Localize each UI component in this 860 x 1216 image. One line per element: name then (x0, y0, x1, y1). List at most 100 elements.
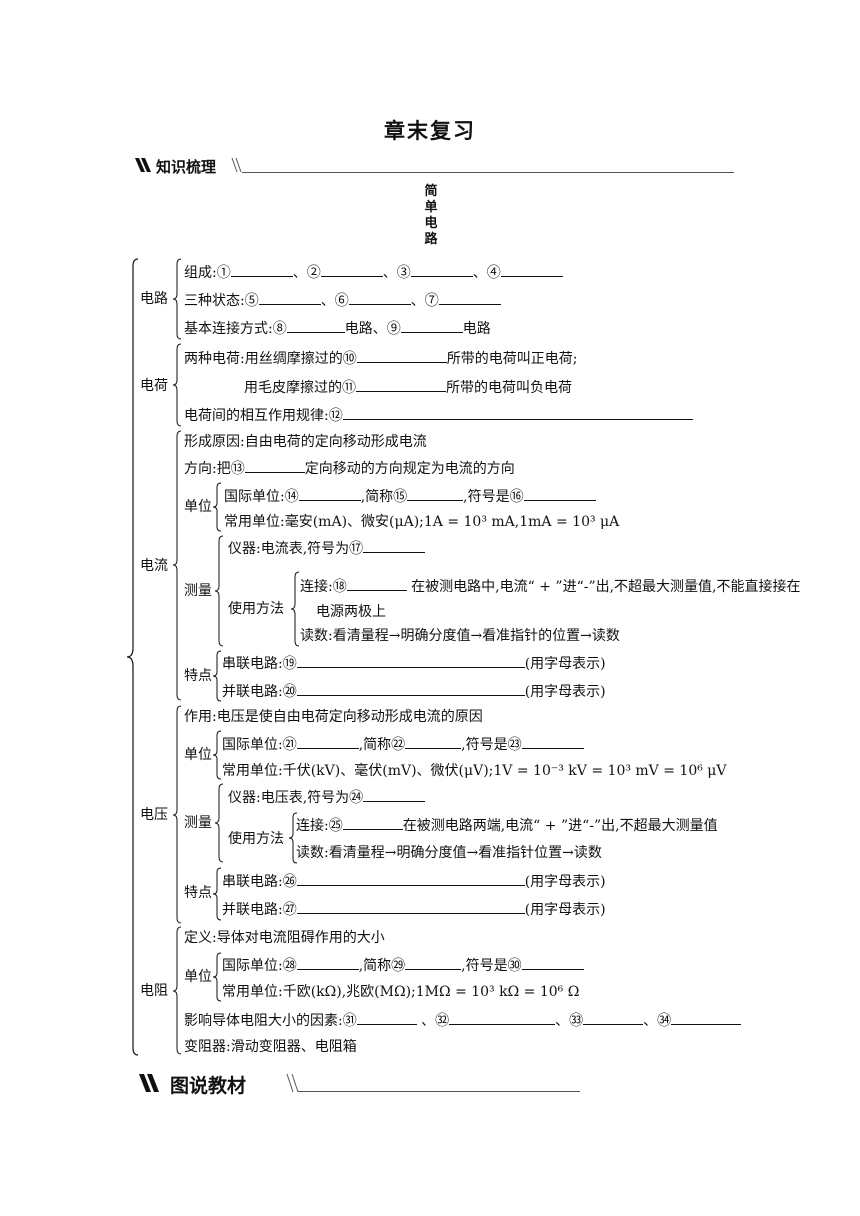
circuit-states: 三种状态:⑤、⑥、⑦ (184, 290, 501, 310)
voltage-feature-label: 特点 (184, 885, 212, 901)
section-title: 图说教材 (170, 1075, 247, 1097)
charge-brace (172, 343, 182, 427)
double-slash-icon (135, 158, 151, 172)
current-feature-brace (212, 650, 222, 702)
resistance-common-unit: 常用单位:千欧(kΩ),兆欧(MΩ);1MΩ = 10³ kΩ = 10⁶ Ω (222, 984, 580, 1000)
voltage-series: 串联电路:㉖(用字母表示) (222, 871, 606, 891)
blank-13[interactable] (244, 458, 305, 473)
blank-3[interactable] (410, 262, 473, 277)
blank-5[interactable] (258, 290, 321, 305)
ammeter-connection-cont: 电源两极上 (316, 604, 386, 620)
blank-25[interactable] (342, 815, 403, 830)
root-label: 简单电路 (424, 184, 438, 247)
blank-30[interactable] (521, 955, 584, 970)
blank-2[interactable] (320, 262, 383, 277)
blank-17[interactable] (363, 538, 426, 553)
resistance-unit-label: 单位 (184, 969, 212, 985)
resistance-brace (172, 926, 182, 1055)
category-current: 电流 (140, 558, 168, 574)
blank-11[interactable] (356, 377, 446, 392)
blank-33[interactable] (583, 1010, 644, 1025)
voltage-feature-brace (212, 867, 222, 921)
circuit-brace (172, 258, 182, 340)
current-cause: 形成原因:自由电荷的定向移动形成电流 (184, 434, 427, 450)
blank-22[interactable] (405, 734, 462, 749)
blank-32[interactable] (449, 1010, 556, 1025)
category-resistance: 电阻 (140, 983, 168, 999)
current-measure-label: 测量 (184, 583, 212, 599)
voltage-unit-label: 单位 (184, 747, 212, 763)
circuit-composition: 组成:①、②、③、④ (184, 262, 563, 282)
double-slash-icon (139, 1074, 159, 1092)
voltmeter-instrument: 仪器:电压表,符号为㉔ (228, 787, 426, 807)
current-parallel: 并联电路:⑳(用字母表示) (222, 681, 606, 701)
blank-15[interactable] (407, 486, 464, 501)
current-series: 串联电路:⑲(用字母表示) (222, 653, 606, 673)
blank-14[interactable] (298, 486, 361, 501)
blank-27[interactable] (296, 899, 525, 914)
blank-18[interactable] (346, 576, 407, 591)
blank-12[interactable] (342, 405, 693, 420)
current-unit-label: 单位 (184, 499, 212, 515)
outer-brace (126, 258, 139, 1056)
charge-interaction: 电荷间的相互作用规律:⑫ (184, 405, 693, 425)
blank-20[interactable] (296, 681, 525, 696)
blank-24[interactable] (363, 787, 426, 802)
blank-31[interactable] (356, 1010, 417, 1025)
ammeter-reading: 读数:看清量程→明确分度值→看准指针的位置→读数 (300, 628, 620, 644)
resistance-unit-brace (212, 952, 222, 1002)
ammeter-instrument: 仪器:电流表,符号为⑰ (228, 538, 426, 558)
rheostat: 变阻器:滑动变阻器、电阻箱 (184, 1039, 357, 1055)
section-rule (242, 172, 734, 173)
current-feature-label: 特点 (184, 668, 212, 684)
current-measure-brace (214, 535, 224, 647)
current-usage-label: 使用方法 (228, 601, 284, 617)
voltage-measure-label: 测量 (184, 815, 212, 831)
blank-29[interactable] (405, 955, 462, 970)
voltage-unit-brace (212, 730, 222, 780)
blank-26[interactable] (296, 871, 525, 886)
voltage-common-unit: 常用单位:千伏(kV)、毫伏(mV)、微伏(μV);1V = 10⁻³ kV =… (222, 763, 727, 779)
current-brace (172, 430, 182, 701)
blank-34[interactable] (671, 1010, 742, 1025)
voltage-brace (172, 705, 182, 924)
section-rule (298, 1091, 580, 1092)
category-voltage: 电压 (140, 807, 168, 823)
blank-16[interactable] (523, 486, 596, 501)
blank-4[interactable] (500, 262, 563, 277)
blank-1[interactable] (230, 262, 293, 277)
blank-7[interactable] (438, 290, 501, 305)
current-common-unit: 常用单位:毫安(mA)、微安(μA);1A = 10³ mA,1mA = 10³… (224, 514, 620, 530)
voltage-parallel: 并联电路:㉗(用字母表示) (222, 899, 606, 919)
resistance-factors: 影响导体电阻大小的因素:㉛ 、㉜、㉝、㉞ (184, 1010, 742, 1030)
current-usage-brace (290, 571, 300, 647)
ammeter-connection: 连接:⑱ 在被测电路中,电流“ + ”进“-”出,不超最大测量值,不能直接接在 (300, 576, 801, 596)
category-charge: 电荷 (140, 378, 168, 394)
blank-6[interactable] (348, 290, 411, 305)
thin-slash-icon (231, 157, 242, 173)
blank-10[interactable] (356, 348, 447, 363)
category-circuit: 电路 (140, 291, 168, 307)
blank-21[interactable] (296, 734, 359, 749)
thin-slash-icon (286, 1073, 299, 1093)
voltage-function: 作用:电压是使自由电荷定向移动形成电流的原因 (184, 709, 483, 725)
resistance-si-unit: 国际单位:㉘,简称㉙,符号是㉚ (222, 955, 584, 975)
voltage-usage-brace (288, 812, 298, 864)
blank-28[interactable] (296, 955, 359, 970)
current-unit-brace (212, 482, 222, 532)
section-title: 知识梳理 (156, 158, 217, 176)
blank-9[interactable] (400, 318, 463, 333)
blank-23[interactable] (521, 734, 584, 749)
voltage-usage-label: 使用方法 (228, 831, 284, 847)
voltmeter-reading: 读数:看清量程→明确分度值→看准指针位置→读数 (296, 845, 602, 861)
resistance-definition: 定义:导体对电流阻碍作用的大小 (184, 930, 385, 946)
voltage-si-unit: 国际单位:㉑,简称㉒,符号是㉓ (222, 734, 584, 754)
blank-8[interactable] (286, 318, 345, 333)
blank-19[interactable] (296, 653, 525, 668)
page-title: 章末复习 (384, 119, 476, 143)
